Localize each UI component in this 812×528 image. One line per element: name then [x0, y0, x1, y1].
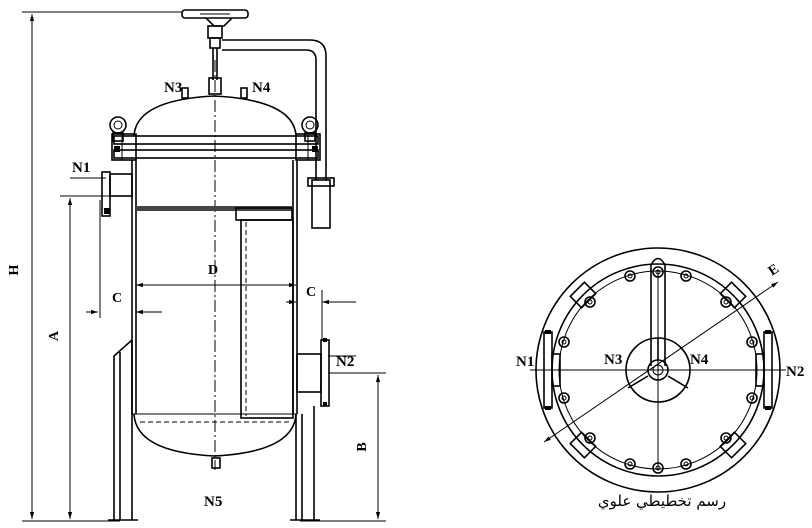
top-view-n2-label: N2 [786, 364, 804, 380]
davit-arm [222, 39, 335, 229]
dimension-a-label: A [47, 330, 62, 341]
nozzle-n1-label: N1 [72, 160, 90, 176]
nozzle-n2 [296, 338, 330, 407]
dimension-a [60, 195, 110, 519]
flange-bolts [558, 266, 758, 474]
nozzle-n5 [211, 457, 221, 469]
top-view-n4-label: N4 [690, 352, 709, 368]
lifting-eye-left [109, 116, 127, 142]
top-view-n3-label: N3 [604, 352, 622, 368]
top-view-nozzle-n2 [755, 330, 773, 410]
nozzle-n4-label: N4 [252, 80, 271, 96]
dimension-d-label: D [208, 263, 218, 278]
top-view-caption: رسم تخطيطي علوي [598, 492, 726, 511]
nozzle-n5-label: N5 [204, 494, 222, 510]
filter-basket [235, 207, 294, 419]
top-dome [133, 95, 297, 137]
lifting-eye-right [301, 116, 319, 142]
dimension-c-left-label: C [112, 291, 122, 306]
nozzle-n2-label: N2 [336, 354, 354, 370]
tube-sheet [136, 206, 293, 211]
dimension-b [300, 372, 386, 522]
dimension-e-label: E [766, 262, 782, 280]
top-view-n1-label: N1 [516, 354, 534, 370]
side-view: H A N1 C D C [7, 9, 386, 522]
handwheel [181, 9, 249, 95]
dimension-h-label: H [7, 264, 22, 275]
nozzle-n1 [101, 171, 133, 217]
nozzle-n3 [181, 87, 189, 99]
top-view-nozzle-n1 [543, 330, 561, 410]
dimension-e [543, 281, 779, 443]
dimension-c-left [86, 200, 162, 318]
top-view: E [516, 247, 804, 511]
body-flange [111, 133, 321, 161]
dimension-c-right-label: C [306, 285, 316, 300]
nozzle-n3-label: N3 [164, 80, 182, 96]
nozzle-n4 [240, 87, 248, 99]
dimension-c-right [286, 290, 356, 340]
dimension-h [22, 11, 182, 522]
dimension-b-label: B [355, 442, 370, 451]
support-legs [108, 339, 320, 521]
bottom-dome [133, 413, 297, 457]
top-view-davit [625, 257, 691, 403]
